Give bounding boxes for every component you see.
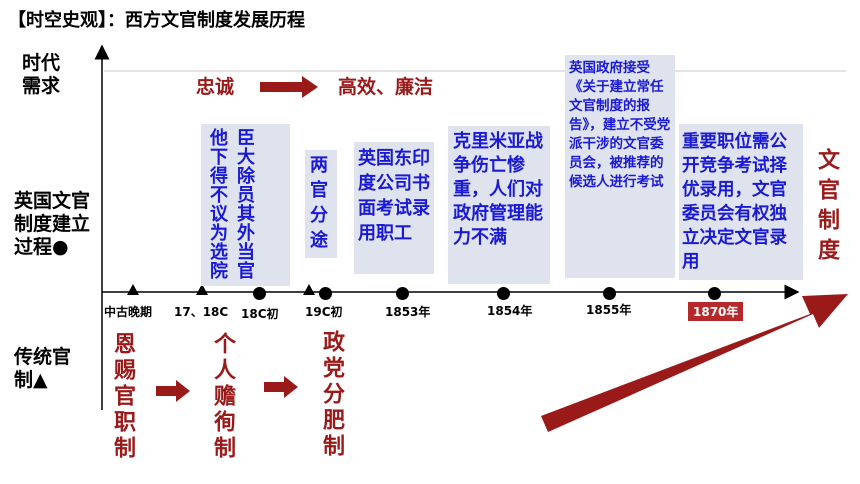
traditional-system-3: 政党分肥制	[319, 330, 344, 460]
event-text-1854: 克里米亚战争伤亡惨重，人们对政府管理能力不满	[453, 131, 543, 248]
marker-dot-1870	[708, 287, 721, 300]
final-result-civil-service: 文官制度	[814, 148, 839, 268]
page-title: 【时空史观】：西方文官制度发展历程	[8, 10, 305, 31]
event-box-1870	[679, 124, 803, 280]
event-text-19c: 两官分途	[310, 155, 328, 251]
event-text-1870: 重要职位需公开竞争考试择优录用，文官委员会有权独立决定文官录用	[682, 132, 787, 272]
marker-dot-1854	[497, 287, 510, 300]
marker-dot-18c	[253, 287, 266, 300]
label-traditional-system: 传统官制▲	[14, 346, 72, 391]
needs-arrow	[260, 76, 318, 98]
need-loyalty: 忠诚	[196, 76, 235, 98]
tick-label: 1853年	[385, 305, 431, 319]
marker-dot-1853	[396, 287, 409, 300]
tick-label: 18C初	[241, 307, 279, 321]
tick-label: 中古晚期	[104, 305, 153, 319]
event-box-1854	[448, 126, 550, 284]
event-text-1853: 英国东印度公司书面考试录用职工	[358, 148, 430, 244]
label-british-system: 英国文官制度建立过程●	[14, 190, 91, 258]
traditional-system-1: 恩赐官职制	[110, 332, 135, 462]
marker-dot-1855	[603, 287, 616, 300]
need-efficiency: 高效、廉洁	[338, 76, 434, 98]
event-text-1855: 英国政府接受《关于建立常任文官制度的报告》，建立不受党派干涉的文官委员会，被推荐…	[569, 60, 671, 190]
trad-arrow-2	[264, 376, 298, 398]
event-box-1853	[354, 142, 434, 274]
tick-label: 1854年	[487, 304, 533, 318]
event-text-18c: 臣大除员其外当官他下得不议为选院	[207, 128, 255, 280]
marker-triangle-2	[196, 284, 208, 295]
tick-label: 17、18C	[174, 305, 229, 319]
tick-label: 19C初	[305, 305, 343, 319]
tick-label: 1855年	[586, 303, 632, 317]
tick-label-highlight: 1870年	[688, 302, 744, 321]
label-era-needs: 时代需求	[22, 52, 61, 97]
event-box-1855	[565, 55, 675, 278]
marker-triangle-3	[303, 284, 315, 295]
event-box-19c	[305, 150, 337, 258]
marker-dot-19c	[319, 287, 332, 300]
marker-triangle-1	[127, 284, 139, 295]
trad-arrow-1	[156, 380, 190, 402]
big-trend-arrow	[541, 294, 848, 432]
traditional-system-2: 个人赡徇制	[210, 332, 235, 462]
event-box-18c	[201, 124, 290, 286]
